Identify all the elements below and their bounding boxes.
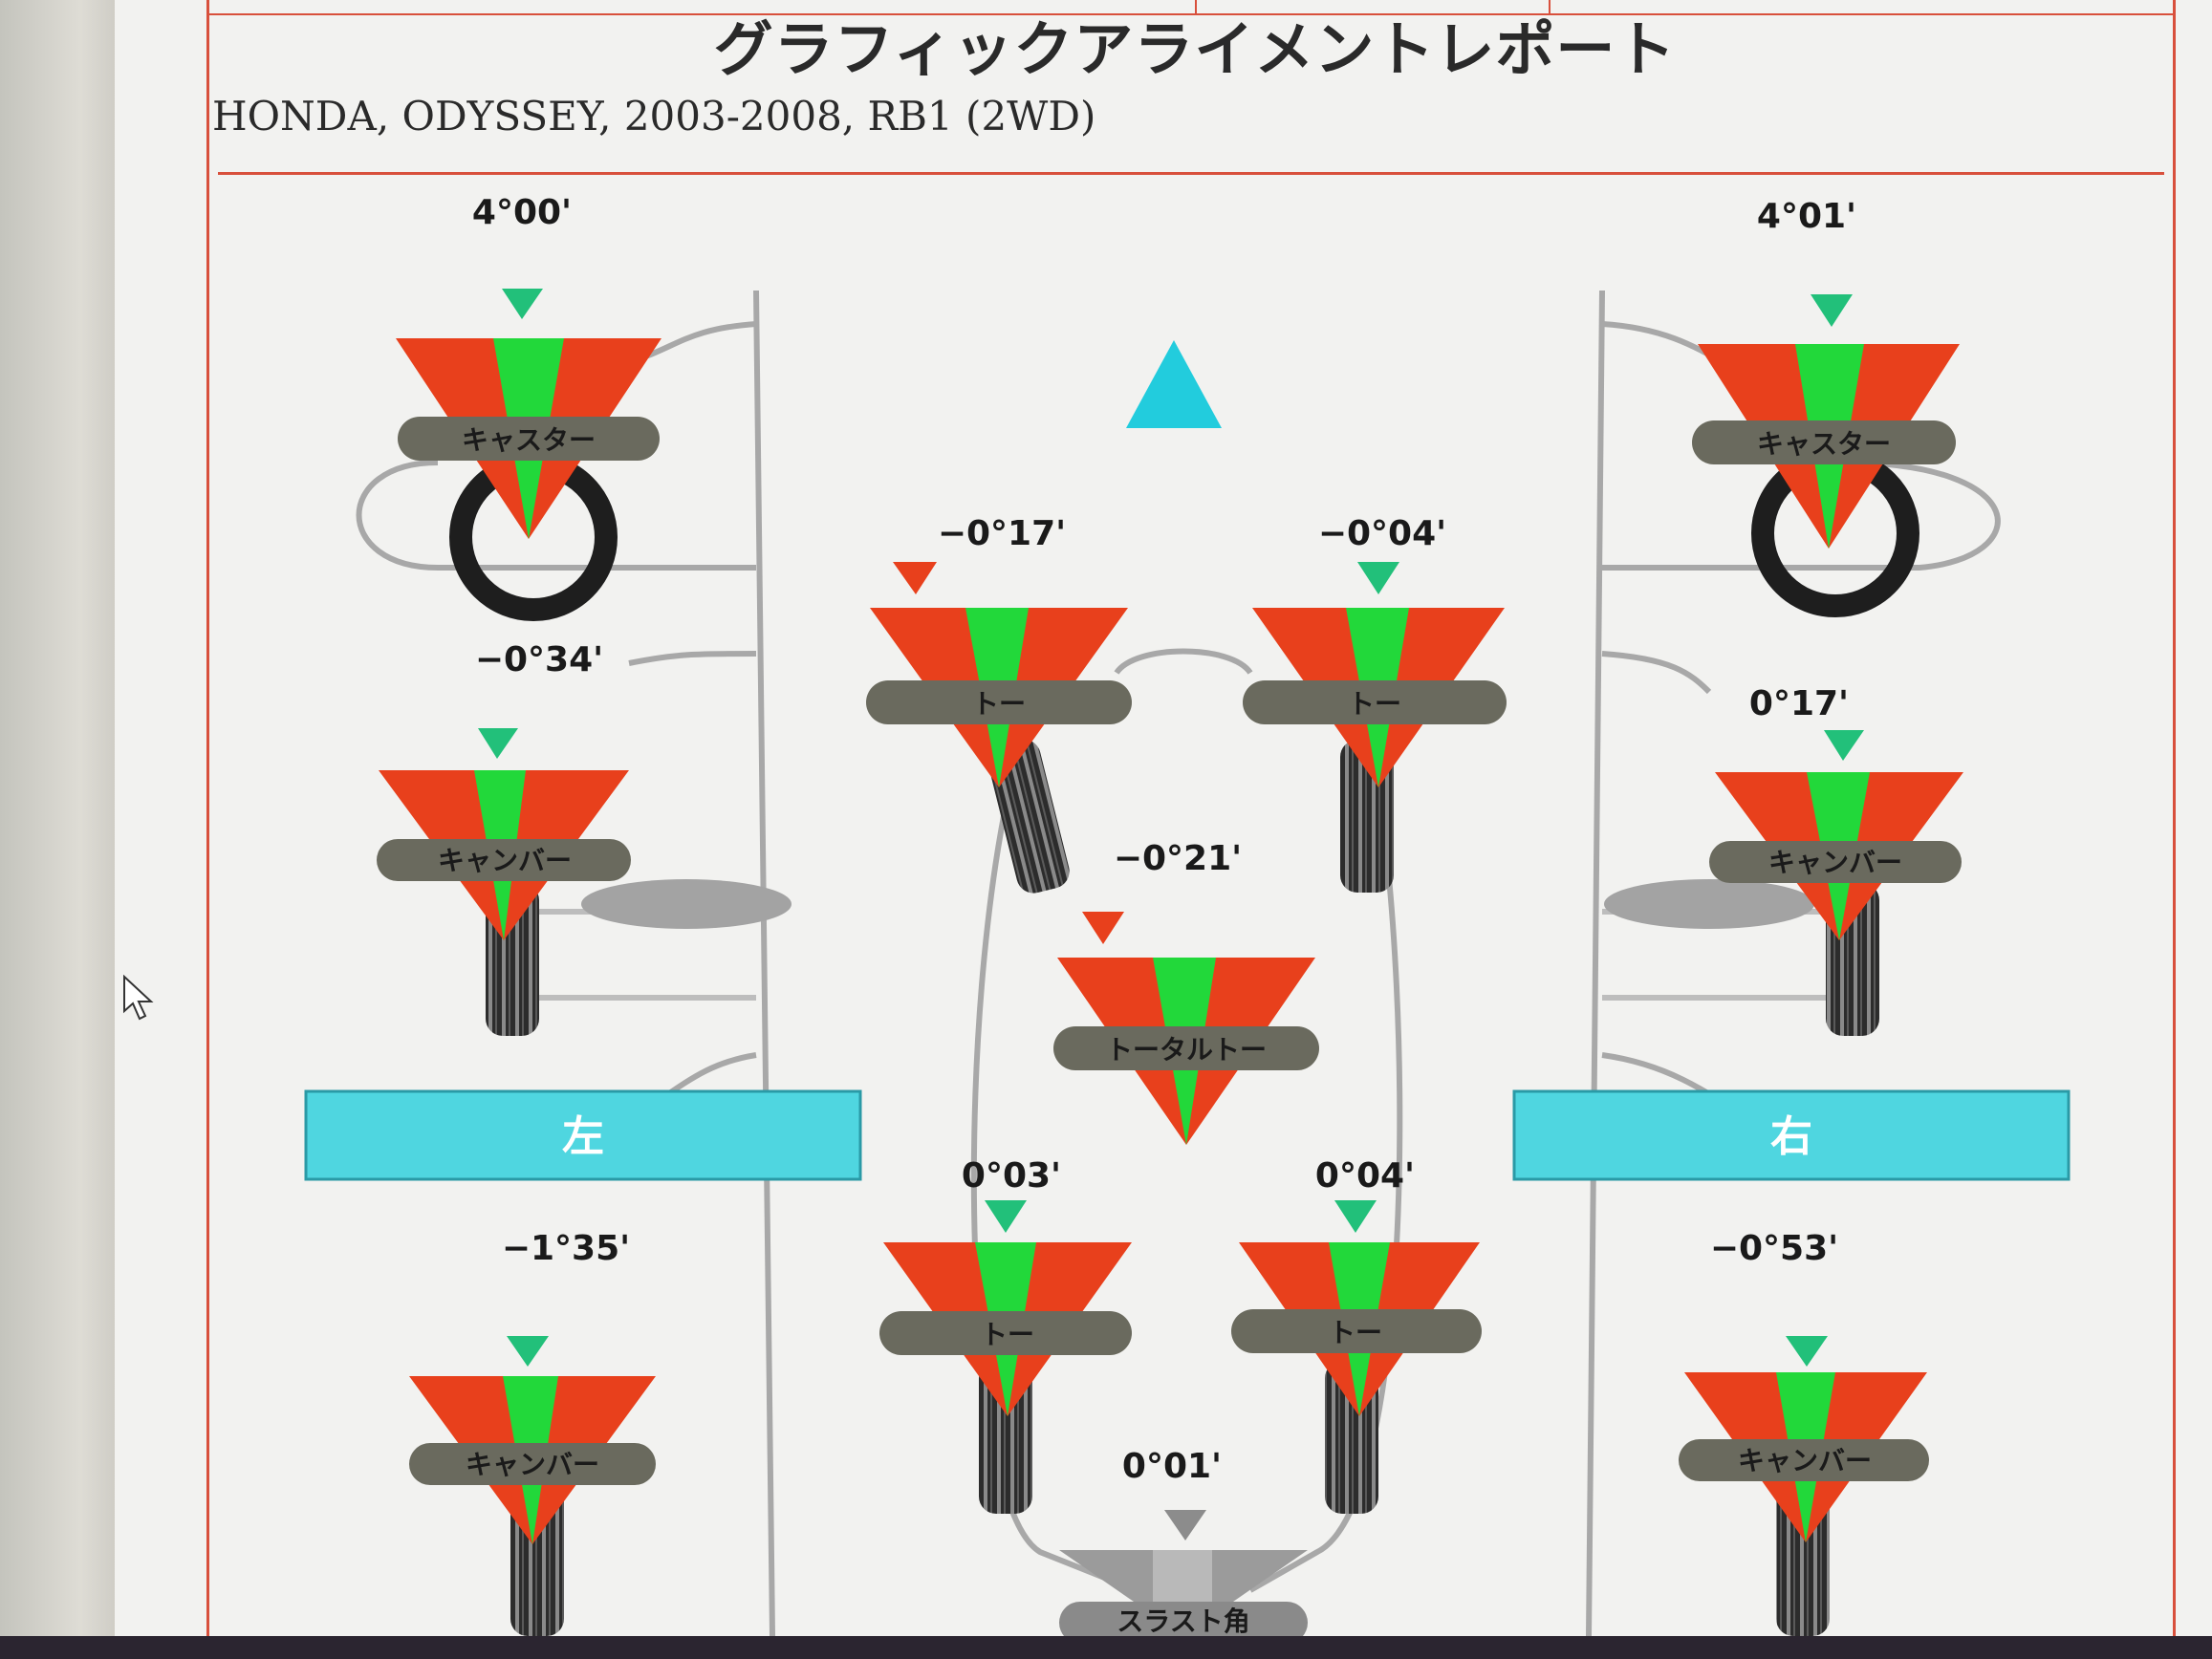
gauge-thrust-angle: スラスト角 0°01' <box>1059 1447 1308 1636</box>
camber-rl-label: キャンバー <box>466 1449 599 1480</box>
gauge-toe-front-left: トー −0°17' <box>866 514 1132 787</box>
caster-fr-label: キャスター <box>1757 428 1891 460</box>
total-toe-value: −0°21' <box>1114 839 1242 878</box>
alignment-diagram: 左 右 キャスター 4°00' キャスター 4°01' キャンバー <box>304 193 2071 1636</box>
forward-arrow-icon <box>1126 340 1222 428</box>
thrust-angle-value: 0°01' <box>1122 1447 1222 1486</box>
camber-fl-label: キャンバー <box>438 845 572 876</box>
pointer-icon <box>1357 562 1399 594</box>
gauge-camber-front-left: キャンバー −0°34' <box>377 640 631 940</box>
gauge-caster-front-left: キャスター 4°00' <box>396 193 661 539</box>
toe-fl-value: −0°17' <box>938 514 1066 553</box>
toe-rr-value: 0°04' <box>1315 1156 1415 1196</box>
toe-rr-label: トー <box>1329 1317 1382 1348</box>
gauge-camber-rear-right: キャンバー −0°53' <box>1679 1229 1929 1542</box>
header-rule-bottom <box>218 172 2164 175</box>
header-rule-top <box>206 13 2176 15</box>
camber-fl-value: −0°34' <box>475 640 603 679</box>
monitor-bezel-bottom <box>0 1636 2212 1659</box>
camber-fr-label: キャンバー <box>1768 847 1902 878</box>
gauge-caster-front-right: キャスター 4°01' <box>1692 197 1960 549</box>
pointer-icon <box>1786 1336 1828 1367</box>
caster-fl-value: 4°00' <box>472 193 572 232</box>
shock-shadow-right <box>1604 879 1814 929</box>
caster-fr-value: 4°01' <box>1757 197 1856 236</box>
left-side-label: 左 <box>562 1112 604 1161</box>
pointer-icon <box>507 1336 549 1367</box>
pointer-icon <box>1164 1510 1206 1540</box>
toe-rl-label: トー <box>981 1319 1034 1350</box>
caster-fl-label: キャスター <box>462 424 596 456</box>
pointer-icon <box>1334 1200 1377 1233</box>
pointer-icon <box>1811 294 1853 327</box>
gauge-toe-rear-left: トー 0°03' <box>879 1156 1132 1416</box>
monitor-bezel-left <box>0 0 115 1659</box>
camber-rr-value: −0°53' <box>1710 1229 1838 1268</box>
pointer-icon <box>478 728 518 759</box>
header-separator <box>1195 0 1197 13</box>
gauge-total-toe: トータルトー −0°21' <box>1053 839 1319 1145</box>
shock-shadow-left <box>581 879 792 929</box>
right-side-label: 右 <box>1770 1112 1812 1161</box>
camber-rr-label: キャンバー <box>1738 1445 1872 1476</box>
camber-fr-value: 0°17' <box>1749 684 1849 723</box>
toe-fr-value: −0°04' <box>1318 514 1446 553</box>
pointer-icon <box>893 562 937 594</box>
gauge-toe-rear-right: トー 0°04' <box>1231 1156 1482 1416</box>
mouse-pointer-icon <box>123 975 154 1021</box>
total-toe-label: トータルトー <box>1106 1034 1267 1066</box>
pointer-icon <box>1824 730 1864 761</box>
toe-fr-label: トー <box>1348 688 1401 720</box>
header-separator <box>1549 0 1551 13</box>
pointer-icon <box>502 289 543 319</box>
toe-fl-tire <box>987 739 1070 894</box>
toe-fl-label: トー <box>972 688 1026 720</box>
report-title: グラフィックアライメントレポート <box>713 14 1677 84</box>
gauge-toe-front-right: トー −0°04' <box>1243 514 1507 787</box>
vehicle-info: HONDA, ODYSSEY, 2003-2008, RB1 (2WD) <box>212 93 1096 140</box>
right-side-banner: 右 <box>1512 1089 2071 1181</box>
left-side-banner: 左 <box>304 1089 862 1181</box>
thrust-angle-label: スラスト角 <box>1117 1605 1249 1636</box>
gauge-camber-rear-left: キャンバー −1°35' <box>409 1229 656 1544</box>
report-frame <box>206 0 2176 1636</box>
toe-rl-value: 0°03' <box>962 1156 1061 1196</box>
pointer-icon <box>1082 912 1124 944</box>
gauge-camber-front-right: キャンバー 0°17' <box>1709 684 1963 940</box>
camber-rl-value: −1°35' <box>502 1229 630 1268</box>
pointer-icon <box>985 1200 1027 1233</box>
